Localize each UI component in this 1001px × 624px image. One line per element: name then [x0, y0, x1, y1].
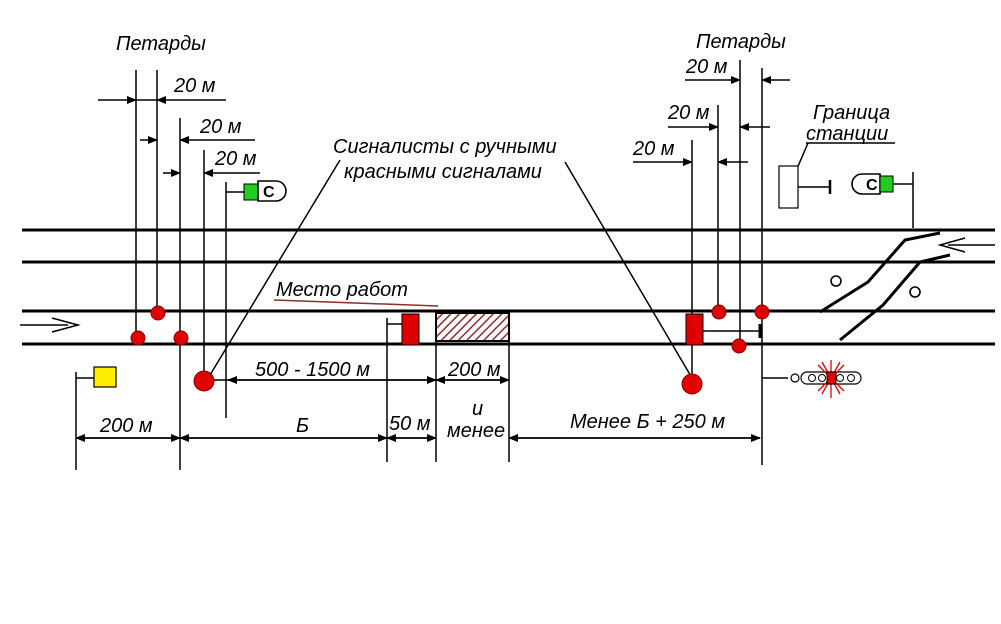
label-20m-left-c: 20 м	[214, 148, 257, 170]
direction-arrows	[20, 237, 995, 333]
left-20m-dimensions	[98, 96, 260, 177]
label-petardy-right: Петарды	[696, 31, 786, 53]
signal-head-icon	[257, 180, 287, 202]
label-border-2: станции	[806, 123, 888, 145]
switch-marker-right	[909, 286, 921, 298]
label-i: и	[472, 398, 483, 420]
label-500-1500: 500 - 1500 м	[255, 359, 370, 381]
lower-signal-light-3	[818, 374, 826, 382]
crossover-switch	[819, 231, 951, 342]
label-20m-left-a: 20 м	[173, 75, 216, 97]
petard-left-3	[173, 330, 189, 346]
crossover-rail-2	[839, 253, 951, 342]
stop-shield-left	[386, 313, 420, 346]
right-petards	[681, 304, 770, 395]
label-petardy-left: Петарды	[116, 33, 206, 55]
leader-work-site	[273, 299, 439, 307]
petard-right-1	[711, 304, 727, 320]
red-shield-icon	[401, 313, 420, 346]
signal-right: С	[851, 172, 914, 228]
petard-right-3	[754, 304, 770, 320]
label-200m-top: 200 м	[447, 359, 501, 381]
petard-left-2	[150, 305, 166, 321]
lower-signal-light-5	[847, 374, 855, 382]
label-border-1: Граница	[813, 102, 890, 124]
lower-signal-light-1	[790, 373, 800, 383]
label-signalists-1: Сигналисты с ручными	[333, 136, 557, 158]
signal-lower-right	[762, 360, 862, 398]
arrow-left-head	[937, 237, 966, 253]
signal-right-letter: С	[866, 177, 878, 194]
switch-marker-left	[830, 275, 842, 287]
lower-signal-red-light	[826, 371, 837, 385]
right-20m-dimensions	[633, 76, 790, 166]
green-light-right-icon	[879, 175, 894, 193]
signalist-left-icon	[193, 370, 215, 392]
label-20m-right-c: 20 м	[632, 138, 675, 160]
leader-signalist-left	[209, 159, 341, 376]
label-menee: менее	[447, 420, 505, 442]
signal-left: С	[226, 180, 287, 202]
label-200m-bottom: 200 м	[99, 415, 153, 437]
label-20m-right-b: 20 м	[667, 102, 710, 124]
work-site-zone	[435, 312, 510, 342]
signalist-right-icon	[681, 373, 703, 395]
red-shield-right-icon	[685, 313, 704, 346]
border-sign-icon	[778, 165, 799, 209]
crossover-rail-1	[819, 231, 941, 314]
label-50m: 50 м	[389, 413, 431, 435]
left-petards	[130, 305, 215, 392]
yellow-shield-icon	[93, 366, 117, 388]
station-border-sign	[778, 165, 832, 209]
signal-right-head-icon	[851, 173, 881, 195]
signal-left-letter: С	[263, 184, 275, 201]
label-20m-right-a: 20 м	[685, 56, 728, 78]
petard-right-2	[731, 338, 747, 354]
stop-shield-right	[685, 313, 762, 346]
green-light-icon	[243, 183, 259, 201]
label-signalists-2: красными сигналами	[344, 161, 542, 183]
petard-left-1	[130, 330, 146, 346]
label-b: Б	[296, 415, 309, 437]
label-20m-left-b: 20 м	[199, 116, 242, 138]
label-menee-b-250: Менее Б + 250 м	[570, 411, 725, 433]
leader-signalist-right	[564, 161, 693, 379]
label-work-site: Место работ	[276, 279, 408, 301]
arrow-right-head	[51, 317, 81, 333]
lower-signal-light-2	[808, 374, 816, 382]
yellow-shield	[76, 366, 117, 388]
